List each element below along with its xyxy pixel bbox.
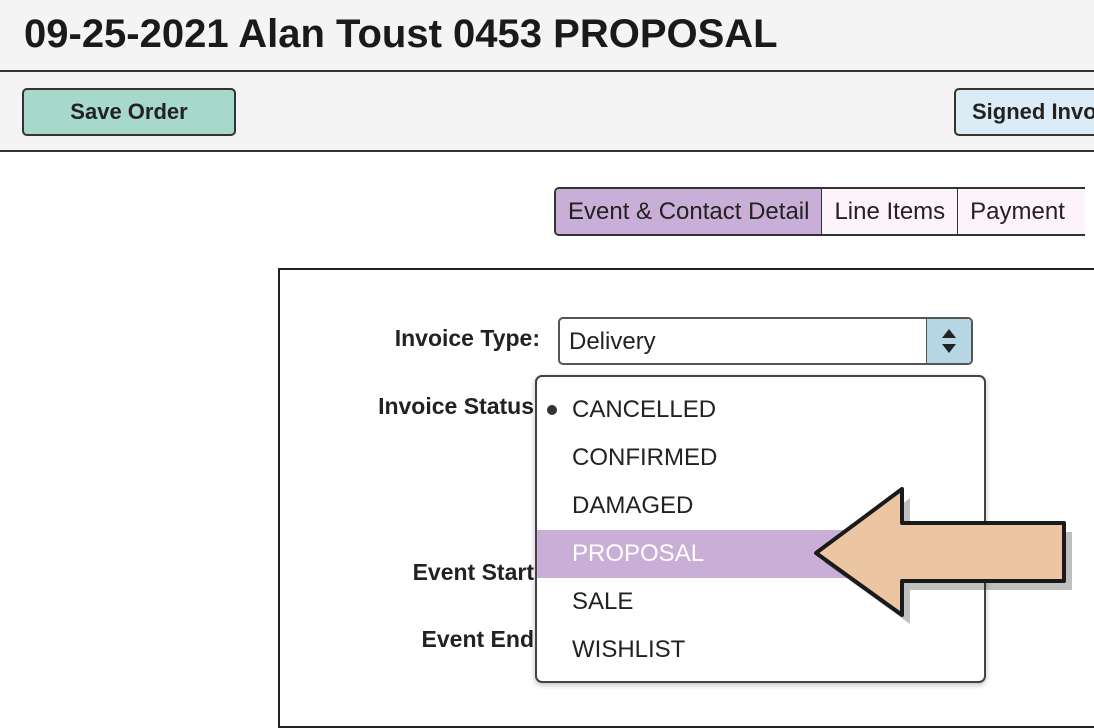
status-option-wishlist[interactable]: WISHLIST xyxy=(572,636,686,663)
status-option-damaged[interactable]: DAMAGED xyxy=(572,492,694,519)
invoice-status-label: Invoice Status xyxy=(378,393,534,419)
event-end-label: Event End xyxy=(421,626,534,652)
page-title: 09-25-2021 Alan Toust 0453 PROPOSAL xyxy=(24,12,778,56)
tab-line-items[interactable]: Line Items xyxy=(822,189,959,234)
signed-invoice-button[interactable]: Signed Invoice xyxy=(954,88,1094,136)
up-down-arrows-icon[interactable] xyxy=(926,319,971,363)
status-option-cancelled[interactable]: CANCELLED xyxy=(537,386,984,434)
tab-event-contact-detail[interactable]: Event & Contact Detail xyxy=(556,189,823,234)
page-header: 09-25-2021 Alan Toust 0453 PROPOSAL xyxy=(0,0,1094,72)
save-order-button[interactable]: Save Order xyxy=(22,88,236,136)
selected-bullet-icon xyxy=(547,405,557,415)
invoice-type-select[interactable]: Delivery xyxy=(558,317,973,365)
event-start-label: Event Start xyxy=(412,559,534,585)
toolbar: Save Order Signed Invoice xyxy=(0,72,1094,152)
status-option-confirmed[interactable]: CONFIRMED xyxy=(572,444,718,471)
invoice-type-value: Delivery xyxy=(569,328,656,355)
invoice-type-label: Invoice Type: xyxy=(394,325,540,351)
tab-bar: Event & Contact Detail Line Items Paymen… xyxy=(554,187,1085,236)
tab-payment[interactable]: Payment xyxy=(958,189,1085,234)
left-arrow-icon xyxy=(814,487,1072,624)
status-option-sale[interactable]: SALE xyxy=(572,588,634,615)
